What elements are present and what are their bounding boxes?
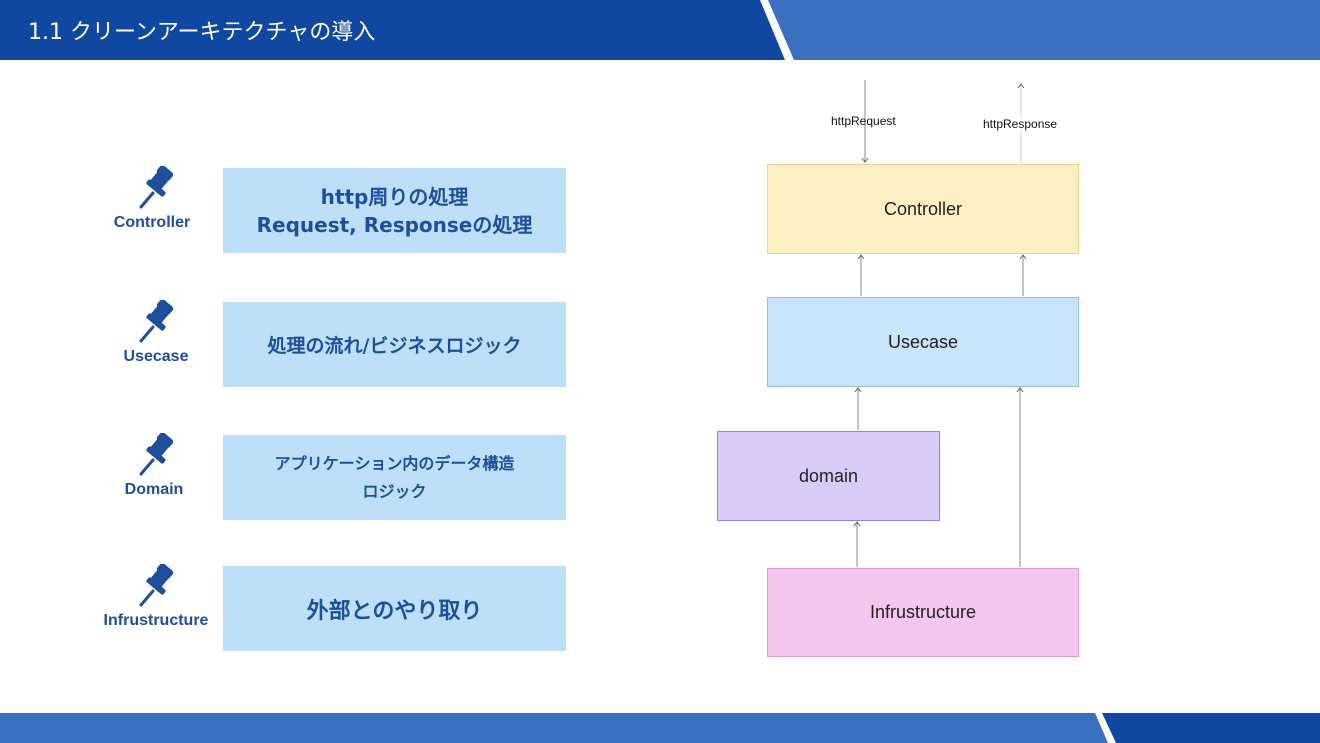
desc-line: Request, Responseの処理 — [256, 212, 533, 237]
pushpin-icon — [139, 564, 174, 607]
diagram-box-label: Infrustructure — [869, 602, 977, 622]
http-response-label: httpResponse — [983, 117, 1058, 131]
slide-title: 1.1 クリーンアーキテクチャの導入 — [28, 20, 376, 45]
desc-box-infrastructure: 外部とのやり取り — [223, 566, 566, 651]
header-banner — [0, 0, 1320, 60]
layer-label-infrastructure: Infrustructure — [103, 612, 209, 629]
desc-box-domain: アプリケーション内のデータ構造 ロジック — [223, 435, 566, 520]
desc-box-usecase: 処理の流れ/ビジネスロジック — [223, 302, 566, 387]
desc-line: アプリケーション内のデータ構造 — [274, 453, 515, 473]
http-request-label: httpRequest — [831, 114, 896, 128]
desc-box-controller: http周りの処理 Request, Responseの処理 — [223, 168, 566, 253]
diagram-box-controller: Controller — [767, 164, 1079, 254]
diagram-box-label: Controller — [883, 198, 963, 219]
pushpin-icon — [139, 166, 174, 209]
desc-line: 外部とのやり取り — [306, 598, 483, 624]
footer-banner — [0, 713, 1320, 743]
pushpin-icon — [139, 300, 174, 343]
layer-label-controller: Controller — [113, 214, 191, 231]
diagram-box-label: Usecase — [887, 331, 959, 352]
diagram-box-usecase: Usecase — [767, 297, 1079, 387]
diagram-box-infrastructure: Infrustructure — [767, 568, 1079, 657]
desc-line: ロジック — [362, 481, 427, 501]
diagram-box-label: domain — [798, 465, 859, 486]
pushpin-icon — [139, 433, 174, 476]
layer-label-usecase: Usecase — [123, 348, 189, 365]
desc-line: http周りの処理 — [320, 184, 469, 209]
desc-line: 処理の流れ/ビジネスロジック — [267, 335, 522, 357]
diagram-box-domain: domain — [717, 431, 940, 521]
layer-label-domain: Domain — [124, 481, 184, 498]
